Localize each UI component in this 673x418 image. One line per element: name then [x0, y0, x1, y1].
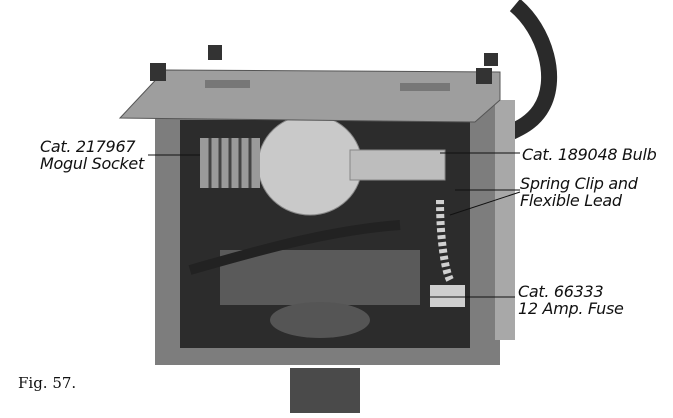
callout-fuse: Cat. 66333 12 Amp. Fuse: [518, 282, 624, 318]
top-plate: [118, 69, 501, 123]
lens-tube: [290, 368, 360, 413]
terminal-block: [270, 302, 370, 338]
leader-lines: [148, 152, 521, 298]
flexible-lead: [436, 199, 454, 282]
callout-spring-clip: Spring Clip and Flexible Lead: [520, 174, 638, 210]
callout-socket: Cat. 217967 Mogul Socket: [40, 137, 144, 173]
power-cable: [501, 0, 558, 143]
callout-bulb: Cat. 189048 Bulb: [522, 145, 657, 164]
figure-caption: Fig. 57.: [18, 374, 77, 392]
bulb: [257, 114, 363, 216]
fuse: [430, 285, 465, 307]
perforated-screen: [220, 250, 420, 305]
